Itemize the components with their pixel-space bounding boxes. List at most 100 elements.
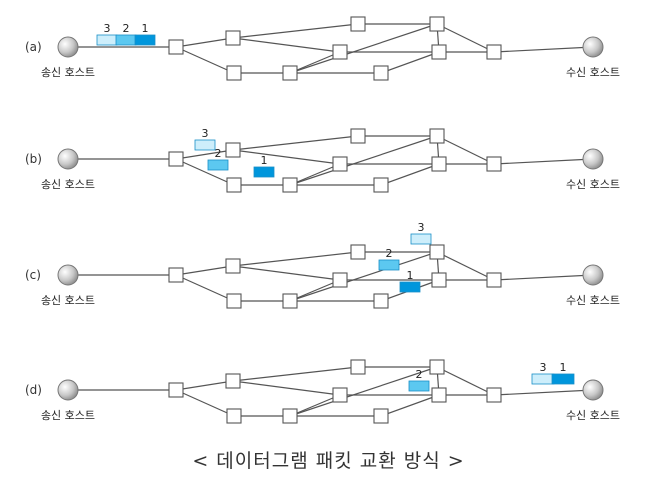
network-link [289,23,438,74]
router-node [168,382,184,398]
sender-host-label: 송신 호스트 [41,409,95,422]
network-link [289,251,438,302]
network-link [232,251,359,267]
router-node [431,156,447,172]
packet-number: 2 [215,147,222,160]
network-link [436,251,495,281]
sender-host-label: 송신 호스트 [41,66,95,79]
packet-number: 3 [104,22,111,35]
network-link [436,366,495,396]
router-node [332,156,348,172]
sender-host-icon [57,379,79,401]
router-node [486,272,502,288]
packet-2 [115,34,137,46]
router-node [429,16,445,32]
router-node [373,177,389,193]
router-node [225,373,241,389]
network-link [175,149,234,160]
network-link [380,51,440,74]
packet-number: 3 [540,361,547,374]
receiver-link [493,158,594,165]
sender-host-icon [57,36,79,58]
sender-host-icon [57,148,79,170]
router-node [431,387,447,403]
router-node [373,293,389,309]
panel-label: (c) [25,268,41,282]
router-node [168,267,184,283]
router-node [226,293,242,309]
network-link [289,366,438,417]
sender-host-label: 송신 호스트 [41,294,95,307]
packet-number: 1 [142,22,149,35]
packet-number: 3 [202,127,209,140]
receiver-host-icon [582,36,604,58]
router-node [431,44,447,60]
router-node [226,65,242,81]
network-link [380,394,440,417]
receiver-host-label: 수신 호스트 [566,178,620,191]
packet-number: 3 [418,221,425,234]
network-link [175,265,234,276]
packet-3 [531,373,555,385]
packet-number: 1 [560,361,567,374]
packet-number: 2 [416,368,423,381]
packet-3 [410,233,432,245]
packet-1 [253,166,275,178]
router-node [373,408,389,424]
router-node [332,272,348,288]
router-node [350,16,366,32]
router-node [282,293,298,309]
packet-1 [551,373,575,385]
network-link [175,37,234,48]
packet-2 [408,380,430,392]
router-node [225,30,241,46]
router-node [332,387,348,403]
receiver-host-label: 수신 호스트 [566,294,620,307]
packet-2 [378,259,400,271]
router-node [486,156,502,172]
packet-2 [207,159,229,171]
router-node [350,244,366,260]
network-link [232,23,359,39]
network-link [232,380,341,396]
packet-1 [399,281,421,293]
receiver-host-label: 수신 호스트 [566,66,620,79]
network-link [175,46,235,74]
network-link [175,389,235,417]
network-link [232,366,359,382]
network-link [232,135,359,151]
packet-1 [134,34,156,46]
router-node [168,151,184,167]
caption: < 데이터그램 패킷 교환 방식 > [192,450,465,472]
packet-number: 1 [261,154,268,167]
router-node [429,128,445,144]
router-node [226,408,242,424]
network-link [175,380,234,391]
packet-number: 2 [123,22,130,35]
router-node [332,44,348,60]
router-node [486,387,502,403]
receiver-host-label: 수신 호스트 [566,409,620,422]
router-node [282,177,298,193]
sender-host-icon [57,264,79,286]
packet-3 [96,34,118,46]
network-link [289,279,341,302]
receiver-host-icon [582,264,604,286]
network-link [232,37,341,53]
network-link [289,135,438,186]
panel-label: (d) [25,383,42,397]
panel-label: (a) [25,40,42,54]
router-node [226,177,242,193]
router-node [282,65,298,81]
network-link [232,149,341,165]
router-node [168,39,184,55]
receiver-link [493,389,594,396]
sender-host-label: 송신 호스트 [41,178,95,191]
router-node [350,128,366,144]
receiver-host-icon [582,379,604,401]
router-node [373,65,389,81]
